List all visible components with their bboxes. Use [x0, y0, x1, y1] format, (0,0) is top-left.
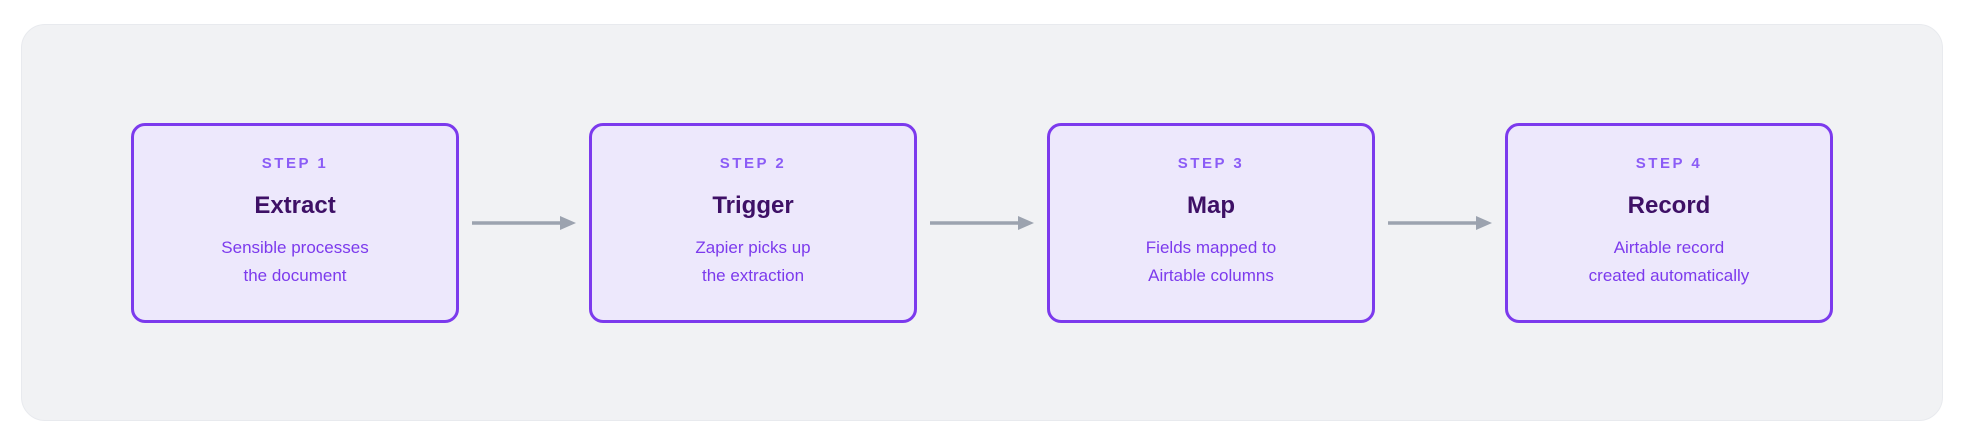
step-card-trigger: STEP 2 Trigger Zapier picks up the extra… — [589, 122, 917, 323]
arrow-right-icon — [1388, 215, 1492, 231]
step-label: STEP 1 — [261, 155, 329, 172]
step-label: STEP 4 — [1635, 155, 1703, 172]
connector — [459, 215, 589, 231]
step-title: Trigger — [712, 192, 794, 219]
step-title: Map — [1187, 192, 1235, 219]
description-line: the extraction — [701, 266, 805, 285]
description-line: the document — [243, 266, 347, 285]
step-label: STEP 3 — [1177, 155, 1245, 172]
arrow-right-icon — [472, 215, 576, 231]
connector — [917, 215, 1047, 231]
step-card-map: STEP 3 Map Fields mapped to Airtable col… — [1047, 122, 1375, 323]
workflow-panel: STEP 1 Extract Sensible processes the do… — [21, 24, 1943, 421]
step-description: Fields mapped to Airtable columns — [1146, 234, 1276, 290]
description-line: created automatically — [1588, 266, 1750, 285]
step-title: Extract — [254, 192, 336, 219]
arrow-right-icon — [930, 215, 1034, 231]
description-line: Airtable record — [1613, 238, 1725, 257]
description-line: Sensible processes — [221, 238, 369, 257]
step-label: STEP 2 — [719, 155, 787, 172]
step-description: Zapier picks up the extraction — [695, 234, 810, 290]
step-description: Airtable record created automatically — [1589, 234, 1750, 290]
connector — [1375, 215, 1505, 231]
step-description: Sensible processes the document — [221, 234, 368, 290]
step-card-record: STEP 4 Record Airtable record created au… — [1505, 122, 1833, 323]
step-title: Record — [1627, 192, 1711, 219]
description-line: Airtable columns — [1148, 266, 1274, 285]
step-card-extract: STEP 1 Extract Sensible processes the do… — [131, 122, 459, 323]
description-line: Zapier picks up — [695, 238, 811, 257]
description-line: Fields mapped to — [1145, 238, 1277, 257]
